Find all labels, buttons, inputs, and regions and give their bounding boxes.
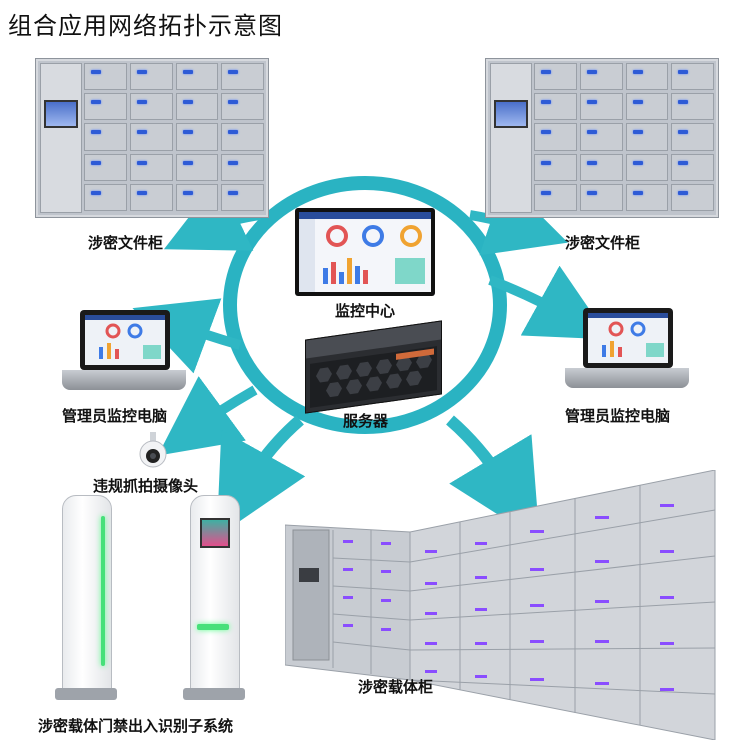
locker-door [221,63,264,90]
locker-door [176,63,219,90]
gate-left-indicator [101,516,105,666]
locker-door [580,184,623,211]
admin-pc-left-label: 管理员监控电脑 [62,405,167,426]
locker-door [221,93,264,120]
admin-pc-right-base [565,368,689,388]
dashboard-graphic [299,212,431,292]
server-label: 服务器 [343,410,388,431]
locker-door [626,123,669,150]
gate-right-indicator [197,624,229,630]
locker-door [534,123,577,150]
locker-door [84,93,127,120]
gate-right-stand [183,688,245,700]
locker-door [84,154,127,181]
gate-left-stand [55,688,117,700]
media-cabinet-label: 涉密载体柜 [358,676,433,697]
locker-door [580,63,623,90]
admin-pc-left-dashboard [85,315,165,365]
cabinet-right-control-panel [490,63,532,213]
admin-pc-left-screen [80,310,170,370]
locker-door [580,154,623,181]
admin-pc-right-label: 管理员监控电脑 [565,405,670,426]
locker-door [130,123,173,150]
locker-door [130,184,173,211]
locker-door [84,123,127,150]
locker-door [626,93,669,120]
locker-door [534,63,577,90]
locker-door [534,184,577,211]
locker-door [671,154,714,181]
media-cabinet [285,470,720,740]
monitor-center-label: 监控中心 [335,300,395,321]
locker-door [626,63,669,90]
locker-door [221,123,264,150]
gate-right-screen [200,518,230,548]
monitor-center-screen [295,208,435,296]
cabinet-right [485,58,719,218]
cabinet-left-touchscreen [44,100,78,128]
locker-door [580,123,623,150]
locker-door [130,154,173,181]
camera-icon [138,432,168,470]
locker-door [221,184,264,211]
locker-door [626,184,669,211]
locker-door [176,154,219,181]
gate-pillar-right [190,495,240,692]
cabinet-left [35,58,269,218]
locker-door [534,154,577,181]
locker-door [176,184,219,211]
locker-door [671,123,714,150]
locker-door [626,154,669,181]
locker-door [534,93,577,120]
gate-system-label: 涉密载体门禁出入识别子系统 [38,715,233,736]
cabinet-left-label: 涉密文件柜 [88,232,163,253]
admin-pc-right-screen [583,308,673,368]
locker-door [221,154,264,181]
locker-door [176,93,219,120]
locker-door [580,93,623,120]
arrow-to-camera [190,390,255,432]
cabinet-right-doors [534,63,714,211]
admin-pc-left-base [62,370,186,390]
locker-door [84,184,127,211]
cabinet-left-control-panel [40,63,82,213]
locker-door [176,123,219,150]
cabinet-right-touchscreen [494,100,528,128]
locker-door [671,63,714,90]
locker-door [130,93,173,120]
locker-door [84,63,127,90]
gate-pillar-left [62,495,112,692]
locker-door [671,93,714,120]
locker-door [130,63,173,90]
cabinet-left-doors [84,63,264,211]
locker-door [671,184,714,211]
camera-label: 违规抓拍摄像头 [93,475,198,496]
cabinet-right-label: 涉密文件柜 [565,232,640,253]
admin-pc-right-dashboard [588,313,668,363]
